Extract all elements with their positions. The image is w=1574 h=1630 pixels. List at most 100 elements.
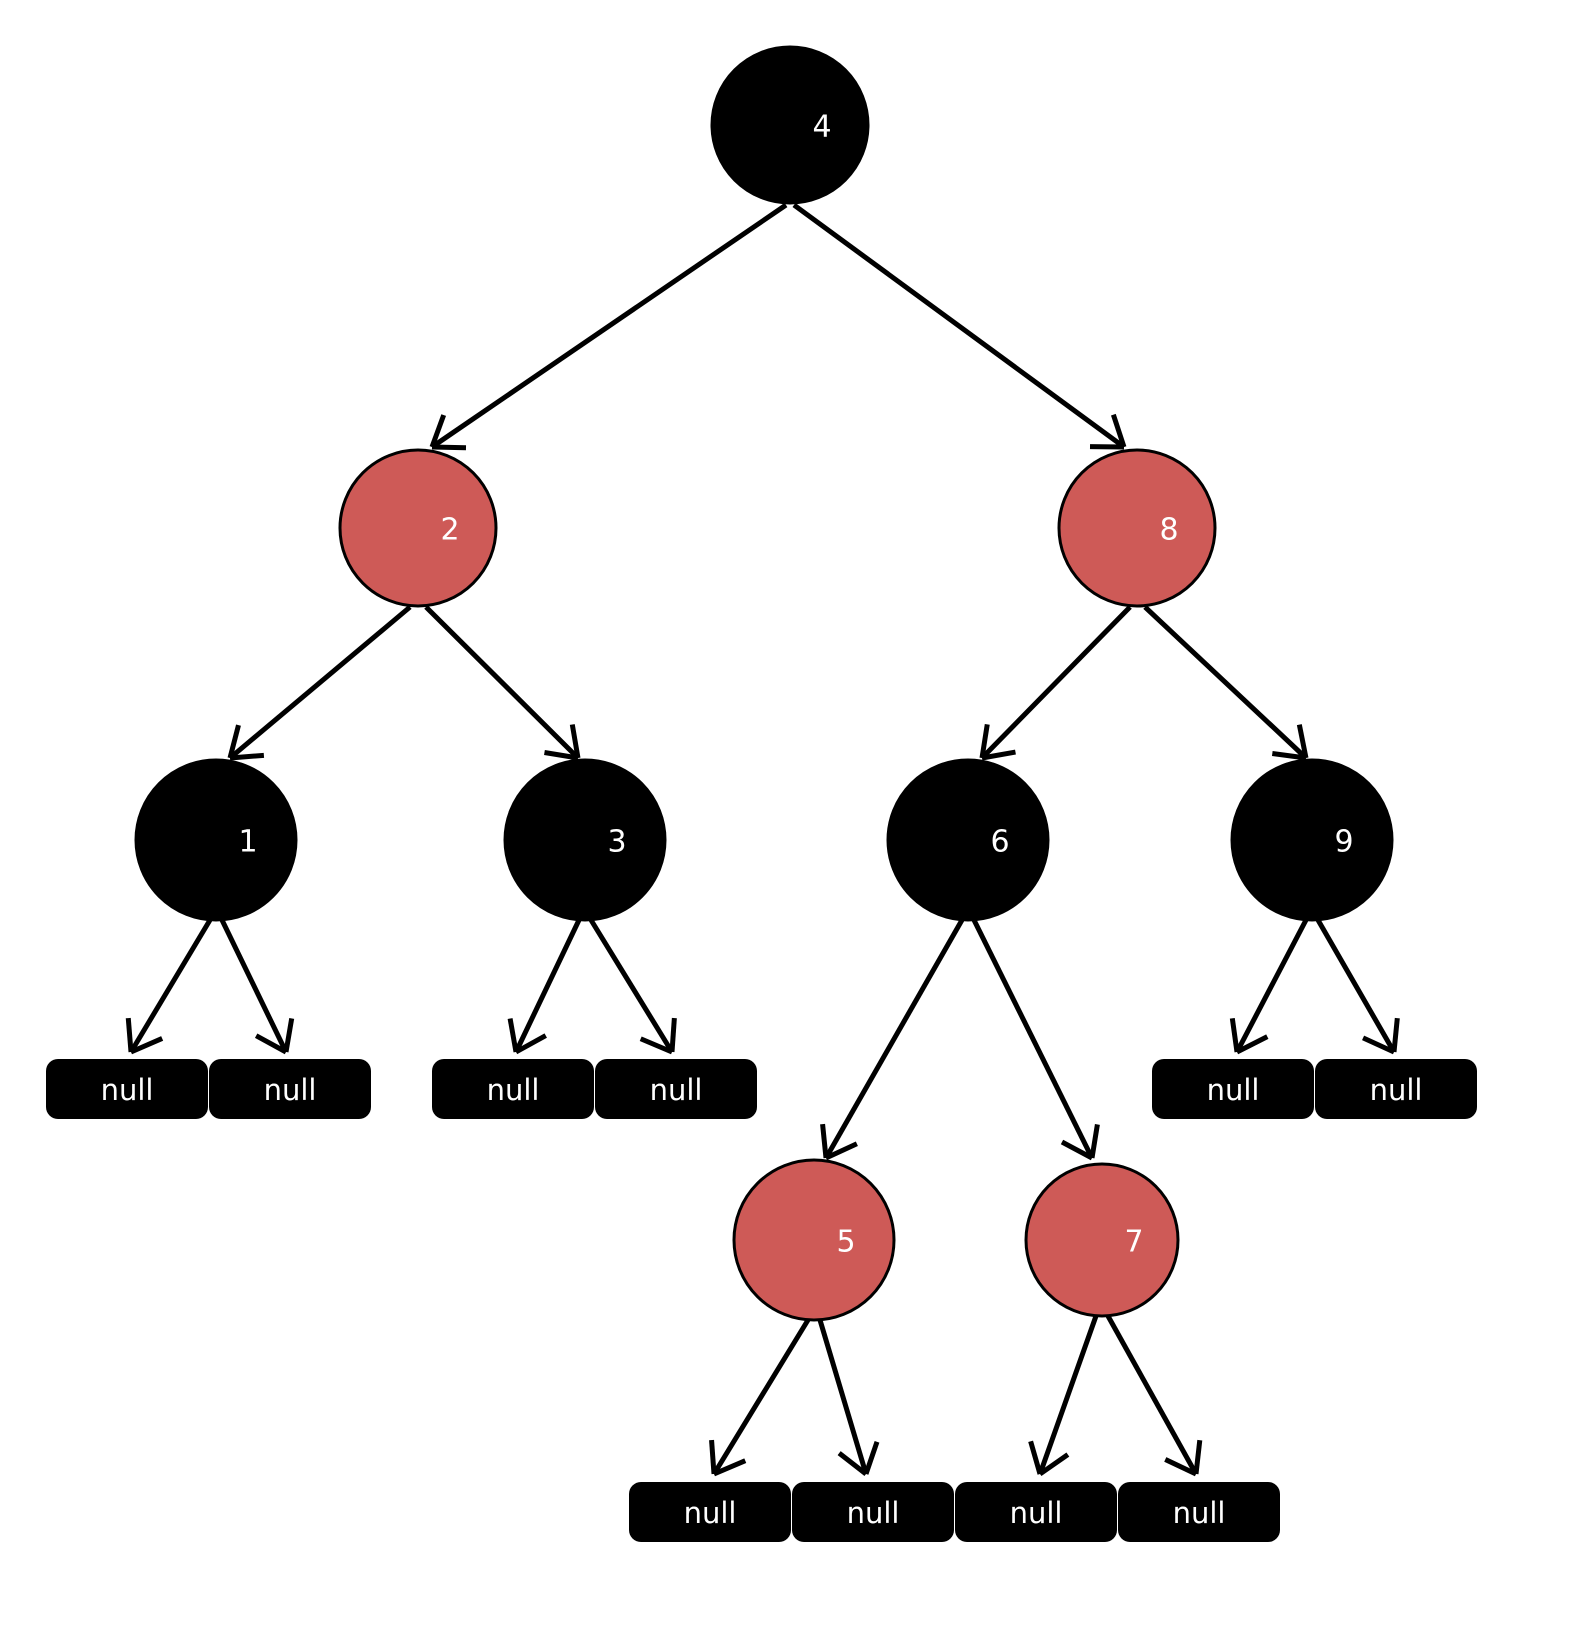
arrowhead-barb [1028,1440,1043,1475]
arrowhead-barb [125,1017,134,1053]
arrowhead-barb [1060,1139,1094,1161]
tree-node-3[interactable]: 3 [503,758,667,922]
node-circle-red [732,1158,896,1322]
tree-edge-n4-to-n8 [792,202,1127,450]
edge-shaft [219,918,289,1054]
arrowhead-barb [669,1017,677,1053]
edge-shaft [513,918,582,1054]
tree-edge-n3-to-nil3L [507,918,582,1055]
nil-node-nil3R[interactable]: null [595,1059,757,1119]
tree-edge-n5-to-nil5R [817,1319,880,1476]
tree-edge-n3-to-nil3R [588,918,677,1055]
tree-edge-n7-to-nil7L [1028,1315,1099,1477]
tree-node-4[interactable]: 4 [710,45,870,205]
node-circle-black [1230,758,1394,922]
arrowhead-barb [431,444,467,451]
tree-edge-n5-to-nil5L [709,1318,811,1477]
arrowhead-barb [863,1441,880,1475]
arrowhead-barb [514,1033,547,1055]
nil-node-box [432,1059,594,1119]
edge-shaft [1143,605,1308,760]
arrowhead-barb [837,1451,868,1476]
edges-layer [125,202,1400,1477]
arrowhead-barb [1235,1034,1269,1055]
tree-edge-n2-to-n1 [227,605,412,761]
edge-shaft [128,918,213,1054]
edge-shaft [1105,1314,1199,1476]
edge-shaft [430,202,788,450]
arrowhead-barb [1271,751,1307,761]
tree-node-9[interactable]: 9 [1230,758,1394,922]
nil-node-nil3L[interactable]: null [432,1059,594,1119]
arrowhead-barb [1362,1035,1396,1055]
nil-node-box [46,1059,208,1119]
nil-node-nil9R[interactable]: null [1315,1059,1477,1119]
arrowhead-barb [1229,1017,1240,1053]
tree-node-6[interactable]: 6 [886,758,1050,922]
arrowhead-barb [227,724,241,759]
node-circle-black [503,758,667,922]
nil-node-nil7L[interactable]: null [955,1482,1117,1542]
edge-shaft [424,605,580,760]
arrowhead-barb [254,1033,288,1055]
arrowhead-barb [639,1036,673,1055]
node-circle-black [710,45,870,205]
nil-node-box [595,1059,757,1119]
nil-node-nil5L[interactable]: null [629,1482,791,1542]
tree-edge-n6-to-n7 [971,918,1100,1161]
edge-shaft [971,918,1095,1160]
node-circle-black [886,758,1050,922]
tree-node-2[interactable]: 2 [338,448,498,608]
node-circle-red [1024,1162,1180,1318]
tree-edge-n8-to-n6 [979,605,1132,761]
nil-node-box [1118,1482,1280,1542]
arrowhead-barb [1193,1439,1203,1475]
nil-node-nil1L[interactable]: null [46,1059,208,1119]
tree-edge-n2-to-n3 [424,605,581,761]
nil-node-nil9L[interactable]: null [1152,1059,1314,1119]
arrowhead-barb [1296,724,1309,759]
tree-node-7[interactable]: 7 [1024,1162,1180,1318]
arrowhead-barb [1164,1457,1198,1477]
arrowhead-barb [569,724,581,759]
nil-node-box [792,1482,954,1542]
edge-shaft [980,605,1132,760]
arrowhead-barb [429,414,447,448]
arrowhead-barb [981,749,1016,761]
arrowhead-barb [1110,413,1127,448]
arrowhead-barb [979,724,990,759]
tree-edge-n1-to-nil1R [219,918,295,1055]
edge-shaft [1037,1315,1099,1475]
nil-node-box [1152,1059,1314,1119]
node-circle-red [338,448,498,608]
tree-node-1[interactable]: 1 [134,758,298,922]
edge-shaft [823,918,965,1160]
tree-node-8[interactable]: 8 [1057,448,1217,608]
nil-node-box [1315,1059,1477,1119]
edge-shaft [228,605,412,760]
arrowhead-barb [1089,1124,1100,1159]
edge-shaft [1315,918,1397,1054]
nil-node-nil7R[interactable]: null [1118,1482,1280,1542]
arrowhead-barb [229,752,265,761]
arrowhead-barb [130,1036,164,1055]
arrowhead-barb [820,1123,829,1159]
nil-node-box [955,1482,1117,1542]
tree-edge-n6-to-n5 [820,918,965,1161]
edge-shaft [711,1318,811,1476]
arrowhead-barb [824,1141,858,1161]
tree-node-5[interactable]: 5 [732,1158,896,1322]
edge-shaft [817,1319,869,1475]
tree-edge-n4-to-n2 [429,202,788,451]
node-circle-black [134,758,298,922]
nil-node-box [209,1059,371,1119]
arrowhead-barb [283,1018,295,1053]
arrowhead-barb [544,750,579,761]
tree-edge-n7-to-nil7R [1105,1314,1203,1477]
nil-node-nil5R[interactable]: null [792,1482,954,1542]
nil-node-nil1R[interactable]: null [209,1059,371,1119]
arrowhead-barb [713,1458,747,1477]
edge-shaft [588,918,675,1054]
